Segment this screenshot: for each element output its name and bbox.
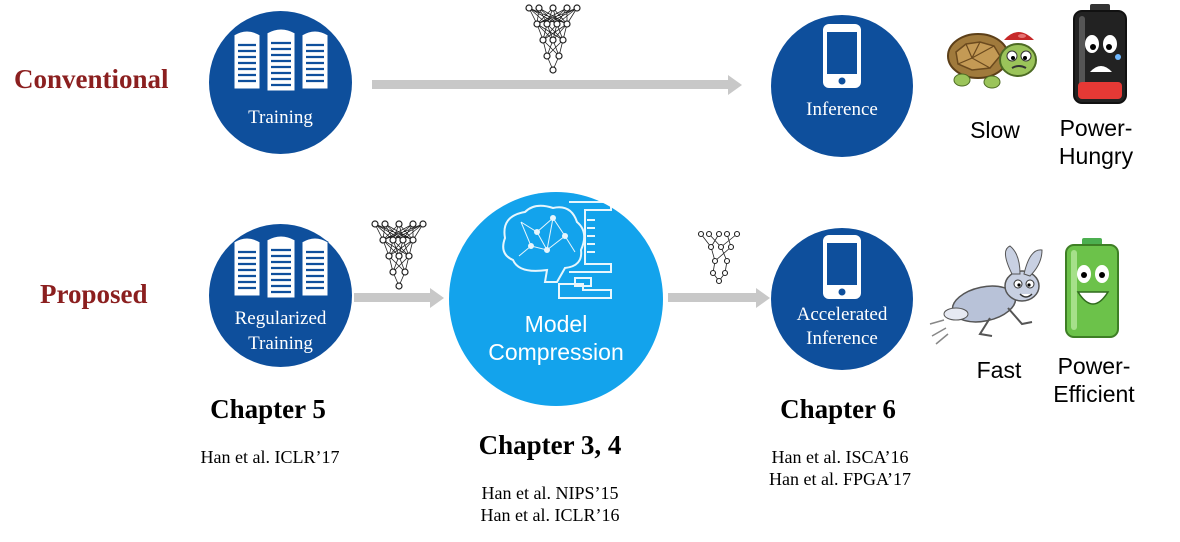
full-battery-icon: [1065, 238, 1119, 338]
model-compression-line1: Model: [524, 311, 588, 337]
accelerated-line1: Accelerated: [796, 304, 888, 325]
brain-compression-icon: [502, 201, 612, 299]
fast-caption: Fast: [976, 357, 1022, 383]
chapter-6-references: Han et al. ISCA’16 Han et al. FPGA’17: [730, 446, 950, 490]
proposed-label: Proposed: [40, 279, 148, 309]
server-rack-icon: [233, 235, 328, 299]
accelerated-inference-label: Accelerated Inference: [797, 304, 888, 350]
conventional-arrow-shaft: [372, 80, 728, 89]
chapter-5-reference: Han et al. ICLR’17: [200, 447, 340, 467]
proposed-arrow-2-head: [756, 288, 770, 308]
regularized-training-circle: Regularized Training: [209, 224, 352, 367]
rabbit-icon: [929, 245, 1043, 345]
chapter-6-ref-1: Han et al. ISCA’16: [771, 447, 909, 467]
power-efficient-caption: Power- Efficient: [1036, 352, 1152, 408]
chapter-5-title: Chapter 5: [210, 394, 326, 424]
conventional-arrow-head: [728, 75, 742, 95]
neural-network-icon: [525, 4, 581, 74]
turtle-icon: [947, 32, 1037, 89]
power-efficient-line1: Power-: [1057, 353, 1131, 379]
training-circle: Training: [209, 11, 352, 154]
power-hungry-line2: Hungry: [1058, 143, 1134, 169]
regularized-line1: Regularized: [234, 308, 327, 329]
conventional-label: Conventional: [14, 64, 169, 94]
model-compression-circle: Model Compression: [449, 192, 663, 406]
chapter-6-title: Chapter 6: [780, 394, 896, 424]
inference-circle: Inference: [771, 15, 913, 157]
proposed-arrow-1-head: [430, 288, 444, 308]
model-compression-line2: Compression: [488, 339, 624, 365]
regularized-line2: Training: [248, 333, 313, 354]
slow-caption: Slow: [970, 117, 1020, 143]
chapter-3-4-title: Chapter 3, 4: [478, 430, 622, 460]
power-hungry-caption: Power- Hungry: [1040, 114, 1152, 170]
model-compression-label: Model Compression: [488, 310, 624, 366]
server-rack-icon: [233, 28, 328, 92]
power-efficient-line2: Efficient: [1053, 381, 1135, 407]
smartphone-icon: [823, 24, 861, 88]
neural-network-icon: [371, 220, 427, 290]
low-battery-icon: [1073, 4, 1127, 104]
proposed-arrow-2-shaft: [668, 293, 756, 302]
accelerated-inference-circle: Accelerated Inference: [771, 228, 913, 370]
chapter-3-4-ref-2: Han et al. ICLR’16: [480, 505, 620, 525]
power-hungry-line1: Power-: [1059, 115, 1133, 141]
regularized-training-label: Regularized Training: [235, 308, 327, 355]
proposed-arrow-1-shaft: [354, 293, 430, 302]
chapter-6-ref-2: Han et al. FPGA’17: [769, 469, 911, 489]
smartphone-icon: [823, 235, 861, 299]
chapter-3-4-ref-1: Han et al. NIPS’15: [481, 483, 619, 503]
training-label: Training: [248, 107, 313, 128]
chapter-3-4-references: Han et al. NIPS’15 Han et al. ICLR’16: [440, 482, 660, 526]
accelerated-line2: Inference: [806, 328, 878, 349]
inference-label: Inference: [806, 99, 878, 120]
sparse-neural-network-icon: [697, 230, 741, 285]
